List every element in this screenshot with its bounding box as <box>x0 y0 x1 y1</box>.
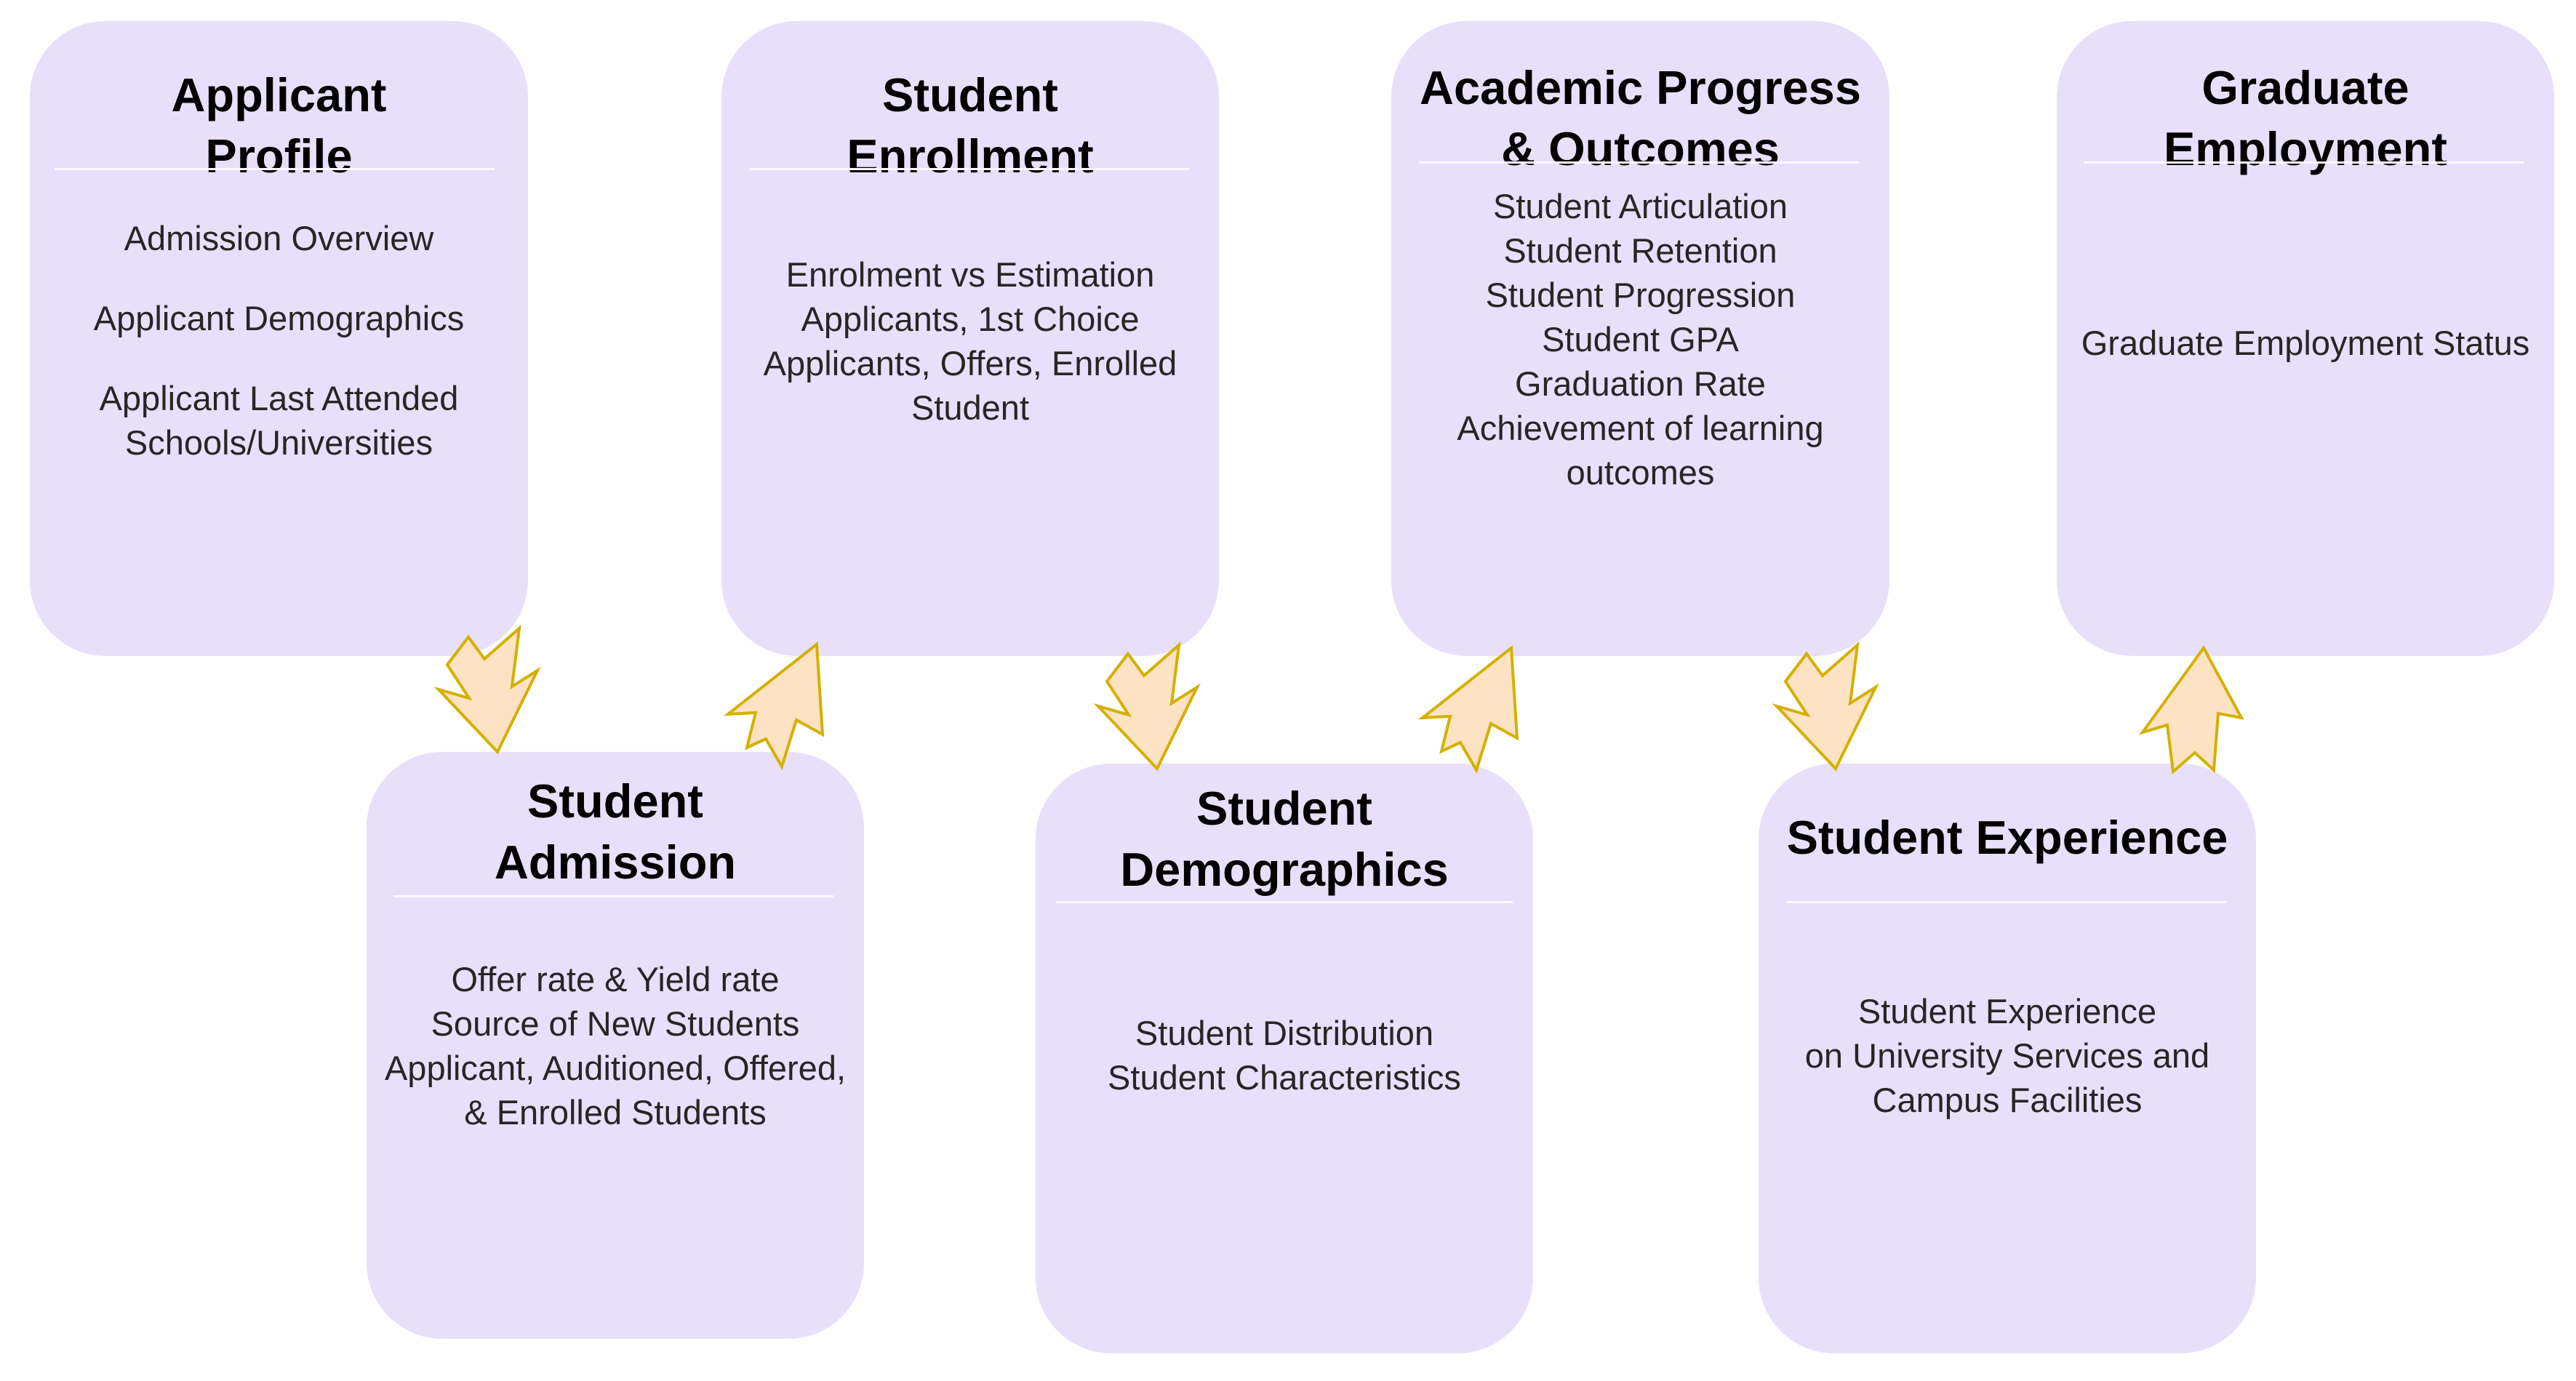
title-divider <box>2084 161 2524 164</box>
card-item: Source of New Students <box>431 1004 800 1043</box>
card-item: Achievement of learning <box>1457 409 1824 447</box>
card-student-demographics: Student Demographics Student Distributio… <box>1036 764 1533 1353</box>
arrow-up-icon <box>723 641 825 770</box>
card-item: Graduation Rate <box>1515 364 1766 403</box>
card-item: Applicant Last Attended Schools/Universi… <box>99 379 459 462</box>
arrow-down-icon <box>1772 641 1879 772</box>
card-title: Student Enrollment <box>847 68 1094 183</box>
card-item: Student Articulation <box>1493 187 1788 225</box>
card-item-list: Student Experience on University Service… <box>1759 989 2256 1122</box>
arrow-down-icon <box>433 625 541 755</box>
card-item: on University Services and <box>1804 1036 2210 1075</box>
card-item-list: Student Distribution Student Characteris… <box>1036 1011 1533 1100</box>
card-title: Student Admission <box>494 774 737 889</box>
card-item: Graduate Employment Status <box>2081 324 2530 362</box>
card-item: Admission Overview <box>124 219 434 257</box>
card-student-admission: Student Admission Offer rate & Yield rat… <box>367 752 864 1339</box>
card-item: Student Distribution <box>1135 1014 1434 1052</box>
card-item-list: Offer rate & Yield rate Source of New St… <box>367 957 864 1134</box>
card-item: Offer rate & Yield rate <box>451 960 780 998</box>
arrow-shape <box>1093 641 1201 772</box>
card-item: Student Progression <box>1485 276 1796 314</box>
card-title: Academic Progress & Outcomes <box>1420 61 1861 175</box>
card-graduate-employment: Graduate Employment Graduate Employment … <box>2057 21 2554 656</box>
card-item: Student Retention <box>1503 231 1777 270</box>
title-divider <box>55 168 495 170</box>
arrow-shape <box>1772 641 1879 772</box>
card-title: Student Experience <box>1786 811 2228 864</box>
card-item: Applicants, 1st Choice <box>801 300 1140 338</box>
card-student-enrollment: Student Enrollment Enrolment vs Estimati… <box>721 21 1219 656</box>
card-academic-progress: Academic Progress & Outcomes Student Art… <box>1391 21 1889 656</box>
card-item: & Enrolled Students <box>464 1093 767 1132</box>
card-item-list: Graduate Employment Status <box>2057 321 2554 365</box>
card-item: Enrolment vs Estimation <box>785 255 1155 294</box>
arrow-up-icon <box>1417 645 1519 774</box>
card-item: Student <box>911 388 1030 427</box>
title-divider <box>1056 901 1513 903</box>
arrow-shape <box>1417 645 1519 774</box>
arrow-up-icon <box>2138 645 2244 774</box>
card-item-list: Admission Overview Applicant Demographic… <box>30 216 528 500</box>
arrow-shape <box>433 625 541 755</box>
card-item: Campus Facilities <box>1872 1081 2143 1119</box>
card-applicant-profile: Applicant Profile Admission Overview App… <box>30 21 528 656</box>
title-divider <box>749 168 1189 170</box>
card-item-list: Student Articulation Student Retention S… <box>1391 184 1889 495</box>
card-item: outcomes <box>1566 453 1715 492</box>
card-item: Applicant, Auditioned, Offered, <box>384 1049 847 1087</box>
arrow-down-icon <box>1093 641 1201 772</box>
card-title: Applicant Profile <box>171 68 387 183</box>
title-divider <box>1786 901 2226 903</box>
card-student-experience: Student Experience Student Experience on… <box>1759 764 2256 1353</box>
arrow-shape <box>723 641 825 770</box>
card-item: Applicant Demographics <box>93 299 465 337</box>
card-item: Student Experience <box>1857 992 2157 1030</box>
card-item: Student Characteristics <box>1108 1058 1461 1097</box>
title-divider <box>393 895 833 897</box>
card-title: Student Demographics <box>1120 782 1449 896</box>
title-divider <box>1419 161 1859 164</box>
card-title: Graduate Employment <box>2163 61 2448 175</box>
card-item-list: Enrolment vs Estimation Applicants, 1st … <box>721 252 1219 430</box>
card-item: Applicants, Offers, Enrolled <box>763 344 1177 383</box>
arrow-shape <box>2138 645 2244 774</box>
card-item: Student GPA <box>1542 320 1739 359</box>
